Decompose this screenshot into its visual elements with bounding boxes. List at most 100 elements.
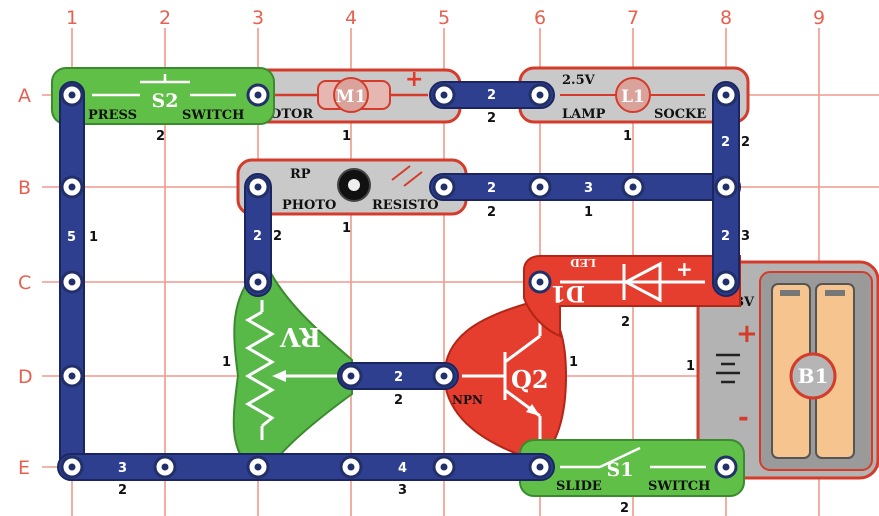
snap-dot (536, 278, 544, 286)
snap-dot (722, 91, 730, 99)
s1-left: SLIDE (556, 479, 602, 494)
wire-level: 2 (741, 135, 750, 150)
snap-dot (68, 463, 76, 471)
snap-dot (161, 463, 169, 471)
l1-right: SOCKE (654, 107, 706, 122)
wire-number: 2 (394, 370, 403, 385)
column-label: 2 (159, 7, 171, 29)
column-label: 9 (813, 7, 825, 29)
l1-left: LAMP (562, 107, 606, 122)
snap-dot (68, 91, 76, 99)
snap-dot (347, 372, 355, 380)
wire-2-a56 (429, 81, 555, 109)
s1-level: 2 (620, 501, 629, 516)
rv-level: 1 (222, 355, 231, 370)
m1-plus: + (405, 67, 423, 92)
wire-labels: 2 2 2 2 3 1 2 2 2 3 5 1 2 2 2 2 3 2 4 3 (67, 88, 750, 498)
m1-text: OTOR (270, 107, 313, 122)
snap-dot (536, 183, 544, 191)
column-label: 6 (534, 7, 546, 29)
wire-number: 3 (584, 181, 593, 196)
photoresistor-rp: RP PHOTO RESISTO 1 (236, 158, 468, 236)
b1-level: 1 (686, 359, 695, 374)
wire-number: 2 (253, 229, 262, 244)
snap-dot (722, 183, 730, 191)
wire-number: 2 (721, 135, 730, 150)
rp-right: RESISTO (372, 198, 439, 213)
row-label: D (18, 366, 33, 388)
battery-holder-b1: B1 3V + - 1 (686, 260, 879, 480)
d1-text: LED (570, 256, 596, 269)
s1-label: S1 (607, 459, 634, 481)
wire-number: 2 (721, 229, 730, 244)
snap-dot (536, 463, 544, 471)
row-label: B (18, 177, 31, 199)
wire-level: 2 (487, 111, 496, 126)
s1-right: SWITCH (648, 479, 710, 494)
snap-dot (254, 278, 262, 286)
snap-dot (722, 278, 730, 286)
rp-left: PHOTO (282, 198, 336, 213)
wire-number: 5 (67, 230, 76, 245)
snap-dot (68, 372, 76, 380)
m1-label: M1 (336, 87, 367, 107)
wire-level: 2 (487, 205, 496, 220)
s2-right: SWITCH (182, 108, 244, 123)
snap-dot (254, 463, 262, 471)
snap-dot (68, 183, 76, 191)
b1-label: B1 (798, 364, 829, 388)
wire-number: 3 (118, 461, 127, 476)
snap-dot (629, 183, 637, 191)
snap-dot (440, 463, 448, 471)
q2-label: Q2 (511, 365, 549, 394)
snap-dot (254, 183, 262, 191)
b1-plus: + (736, 319, 758, 349)
column-label: 7 (627, 7, 639, 29)
snap-dot (440, 372, 448, 380)
d1-level: 2 (621, 315, 630, 330)
rv-label: RV (279, 321, 321, 351)
wire-e16 (57, 453, 555, 481)
d1-plus: + (676, 257, 693, 281)
rp-label: RP (290, 167, 311, 182)
wire-level: 2 (118, 483, 127, 498)
column-label: 4 (345, 7, 357, 29)
wire-level: 1 (584, 205, 593, 220)
b1-minus: - (738, 403, 749, 433)
wire-2-b3c3 (244, 173, 272, 297)
snap-dot (68, 278, 76, 286)
press-switch-s2[interactable]: S2 PRESS SWITCH 2 (51, 67, 275, 144)
row-label: C (18, 272, 31, 294)
rp-level: 1 (342, 221, 351, 236)
lamp-socket-l1: L1 2.5V LAMP SOCKE 1 (518, 66, 750, 144)
snap-dot (440, 91, 448, 99)
led-d1: D1 LED + 2 (523, 255, 741, 338)
column-label: 3 (252, 7, 264, 29)
l1-voltage: 2.5V (562, 73, 596, 88)
wire-level: 2 (394, 393, 403, 408)
column-labels: 1 2 3 4 5 6 7 8 9 (66, 7, 825, 29)
snap-dot (536, 91, 544, 99)
wire-level: 3 (398, 483, 407, 498)
wire-level: 1 (89, 230, 98, 245)
variable-resistor-rv: RV 1 (222, 267, 353, 468)
wire-2-d45 (337, 362, 459, 390)
row-label: E (18, 457, 30, 479)
column-label: 5 (438, 7, 450, 29)
snap-dot (722, 463, 730, 471)
motor-m1: M1 + OTOR 1 (238, 67, 462, 144)
row-labels: A B C D E (18, 85, 33, 479)
slide-switch-s1[interactable]: S1 SLIDE SWITCH 2 (519, 439, 745, 516)
s2-level: 2 (156, 129, 165, 144)
wire-level: 3 (741, 229, 750, 244)
wire-number: 2 (487, 181, 496, 196)
s2-left: PRESS (88, 108, 137, 123)
column-label: 8 (720, 7, 732, 29)
q2-type: NPN (452, 393, 483, 407)
q2-level: 1 (569, 355, 578, 370)
column-label: 1 (66, 7, 78, 29)
wire-level: 2 (273, 229, 282, 244)
row-label: A (18, 85, 31, 107)
d1-label: D1 (551, 280, 585, 306)
